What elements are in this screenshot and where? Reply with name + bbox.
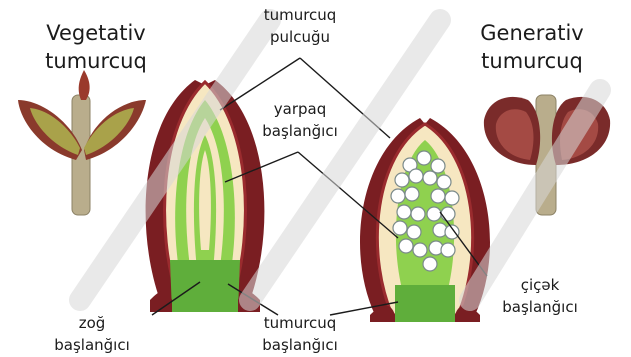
leaf-primordium-label-line2: başlanğıcı [262,122,338,140]
leaf-primordium-label-line1: yarpaq [274,100,326,118]
bud-scale-label-line2: pulcuğu [270,28,330,46]
bud-primordium-label-line1: tumurcuq [264,314,337,332]
shoot-primordium-label-line1: zoğ [79,314,106,332]
vegetative-title-line2: tumurcuq [45,49,147,73]
flower-primordium-label-line1: çiçək [521,276,560,294]
generative-title-line1: Generativ [480,21,583,45]
bud-scale-label-line1: tumurcuq [264,6,337,24]
bud-primordium-label-line2: başlanğıcı [262,336,338,354]
vegetative-bud-photo-icon [18,70,146,215]
vegetative-title-line1: Vegetativ [46,21,146,45]
flower-primordium-label-line2: başlanğıcı [502,298,578,316]
generative-title-line2: tumurcuq [481,49,583,73]
shoot-primordium-label-line2: başlanğıcı [54,336,130,354]
